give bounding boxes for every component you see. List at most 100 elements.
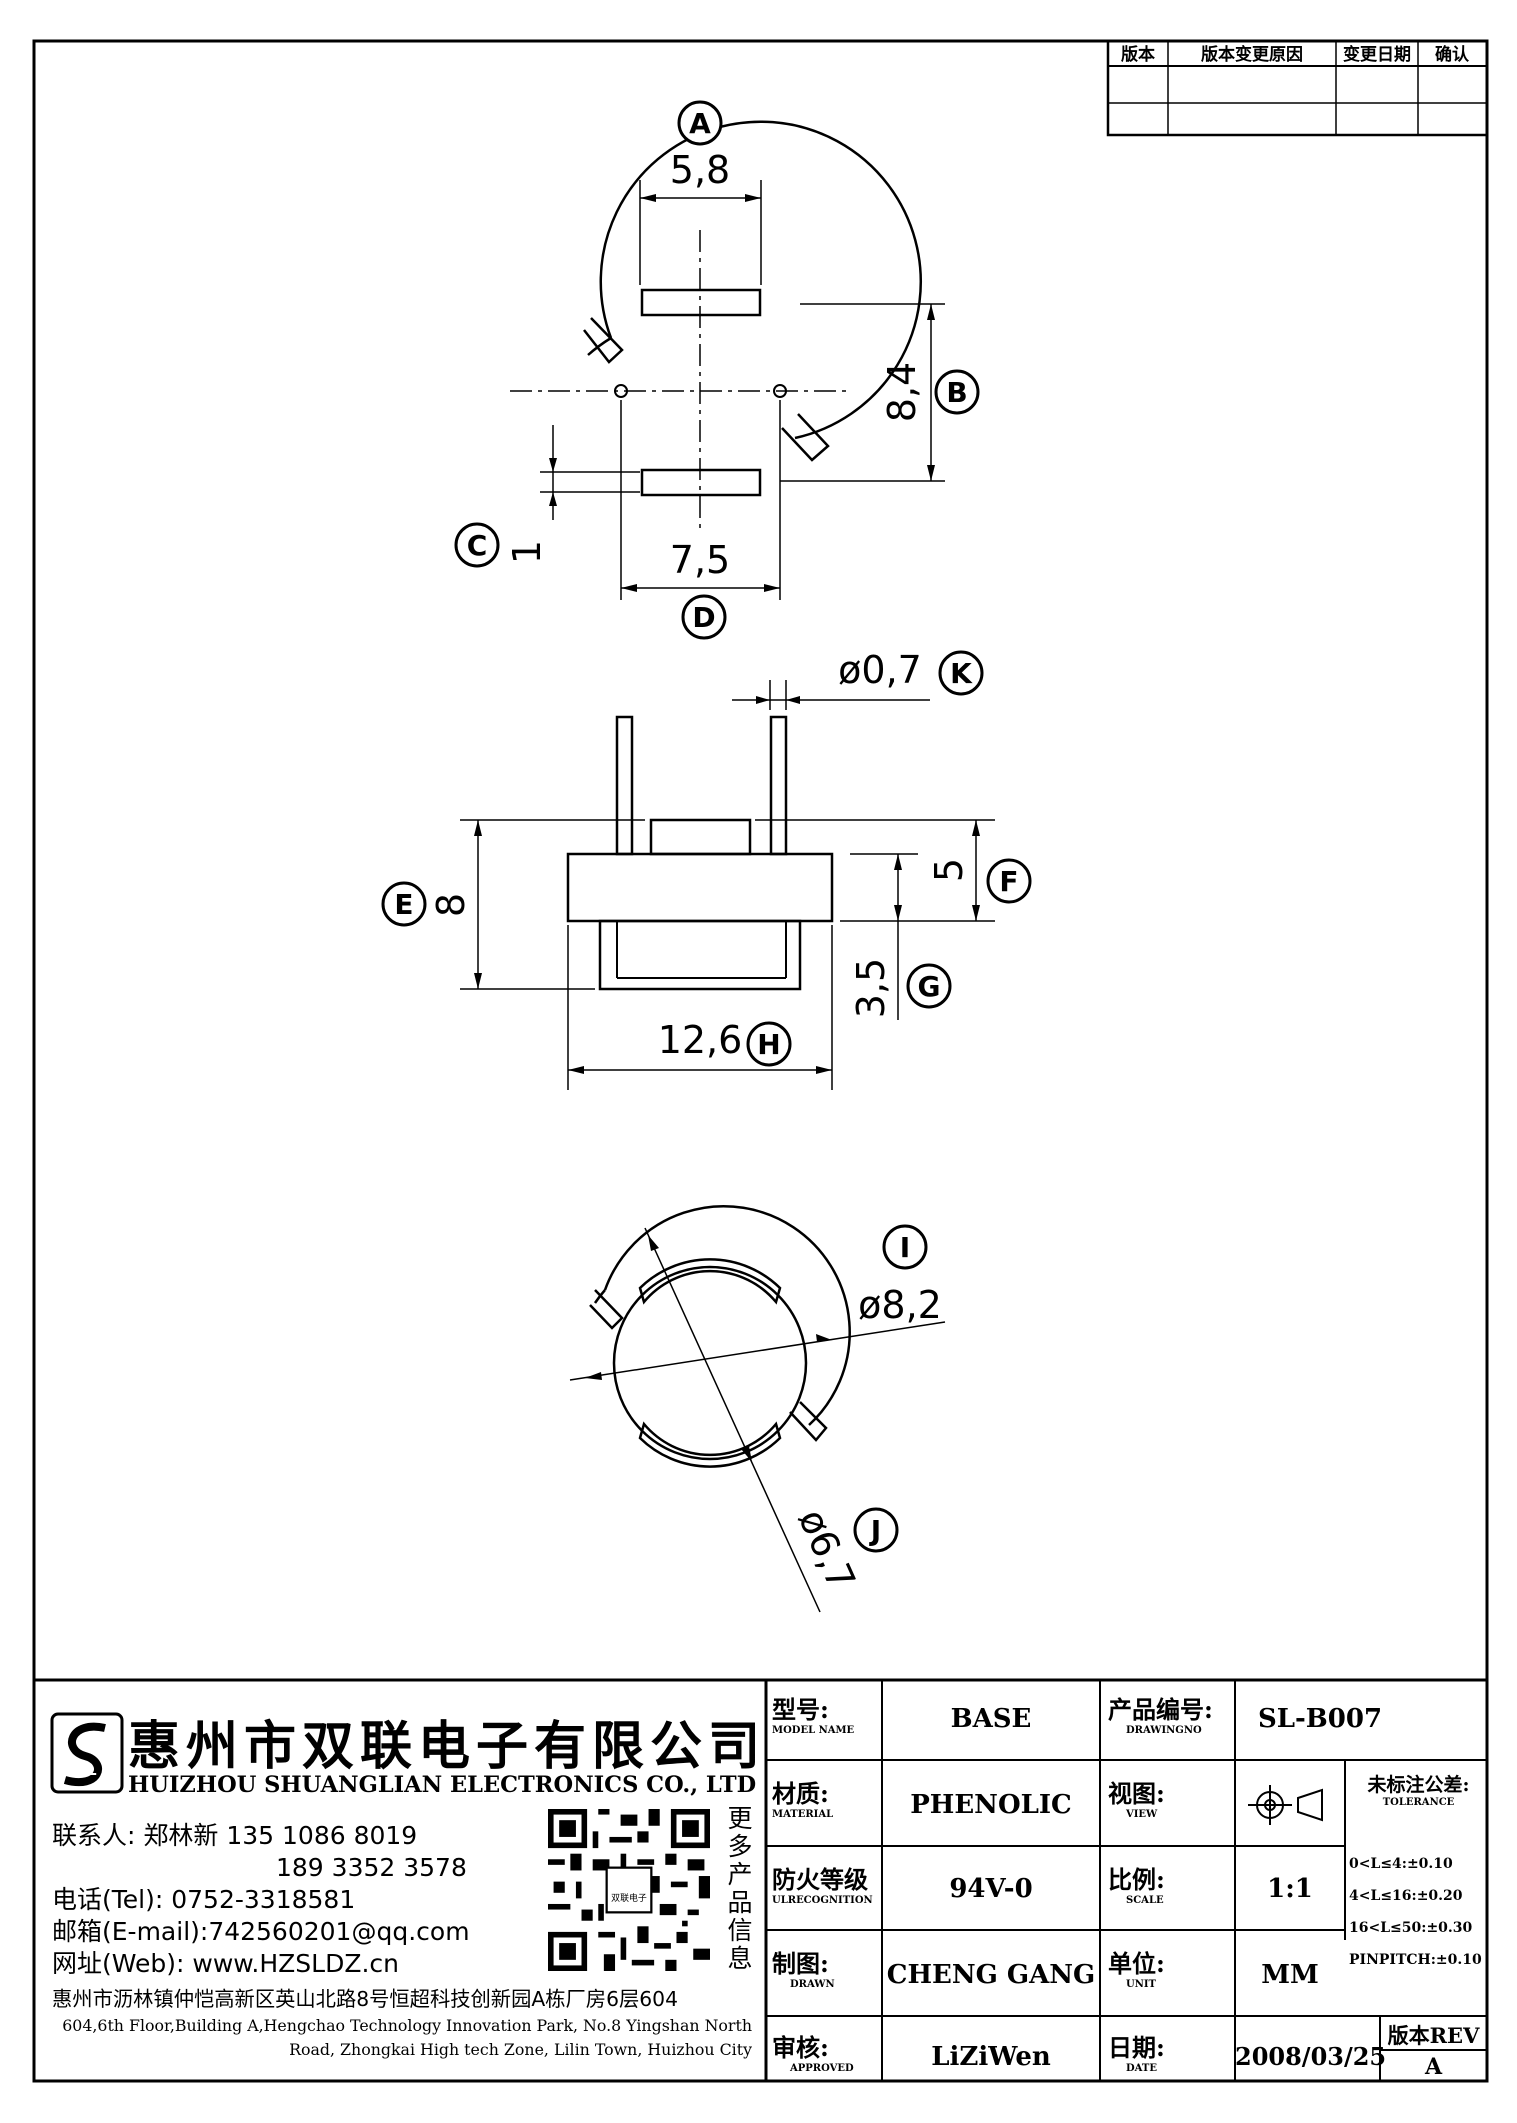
side-view-pin-left <box>615 715 634 856</box>
company-logo: SL <box>50 1712 124 1794</box>
callout-A-label: A <box>689 107 711 140</box>
dim-K-value: ø0,7 <box>838 648 922 692</box>
unit-label-en: UNIT <box>1126 1979 1156 1990</box>
top-view-pin-slot-upper <box>640 288 762 317</box>
address-en-line-2: Road, Zhongkai High tech Zone, Lilin Tow… <box>289 2040 752 2059</box>
top-view-slot-right <box>781 413 830 462</box>
drawing-no-label-en: DRAWINGNO <box>1126 1725 1202 1736</box>
side-view-lower-body <box>598 919 802 991</box>
side-view <box>460 680 995 1090</box>
sheet-border <box>32 39 1489 2083</box>
callout-D-circle <box>681 594 727 640</box>
callout-K-label: K <box>950 657 973 690</box>
projection-symbol-icon <box>1248 1785 1323 1825</box>
tolerance-label-en: TOLERANCE <box>1382 1797 1455 1808</box>
company-name-cn: 惠州市双联电子有限公司 <box>128 1716 767 1777</box>
callout-F-circle <box>986 858 1032 904</box>
callout-E-label: E <box>394 888 413 921</box>
dim-J-value: ø6,7 <box>790 1503 864 1597</box>
dim-A-value: 5,8 <box>670 148 730 192</box>
approved-label-en: APPROVED <box>790 2063 854 2074</box>
scale-value: 1:1 <box>1267 1874 1313 1904</box>
callout-C-circle <box>454 522 500 568</box>
dim-I-value: ø8,2 <box>858 1283 942 1327</box>
dim-B-value: 8,4 <box>880 362 924 422</box>
fire-rating-label-en: ULRECOGNITION <box>772 1895 873 1906</box>
bottom-view-slot-right <box>789 1401 828 1442</box>
callout-G-circle <box>906 963 952 1009</box>
callout-H-label: H <box>757 1028 780 1061</box>
date-value: 2008/03/25 <box>1235 2042 1387 2071</box>
dim-E-value: 8 <box>429 893 473 917</box>
email-label: 邮箱(E-mail): <box>52 1917 209 1946</box>
unit-value: MM <box>1261 1960 1319 1990</box>
contact-label: 联系人: <box>52 1821 136 1850</box>
side-view-top-boss <box>649 818 752 856</box>
contact-phone-1: 135 1086 8019 <box>226 1821 418 1850</box>
contact-name: 郑林新 <box>143 1821 219 1850</box>
material-label: 材质: <box>772 1779 829 1808</box>
tel-value: 0752-3318581 <box>171 1885 356 1914</box>
drawn-label-en: DRAWN <box>790 1979 835 1990</box>
unit-label: 单位: <box>1108 1949 1165 1978</box>
rev-table-header-version: 版本 <box>1121 44 1155 65</box>
date-label-en: DATE <box>1126 2063 1157 2074</box>
callout-J-label: J <box>869 1514 881 1547</box>
address-cn: 惠州市沥林镇仲恺高新区英山北路8号恒超科技创新园A栋厂房6层604 <box>52 1987 678 2011</box>
side-view-pin-right <box>769 715 788 856</box>
drawing-no-label: 产品编号: <box>1108 1695 1213 1724</box>
material-value: PHENOLIC <box>910 1790 1072 1820</box>
callout-H-circle <box>746 1021 792 1067</box>
fire-rating-value: 94V-0 <box>949 1874 1033 1904</box>
callout-B-circle <box>934 369 980 415</box>
approved-value: LiZiWen <box>931 2042 1051 2072</box>
callout-J-circle <box>853 1507 899 1553</box>
rev-table-header-reason: 版本变更原因 <box>1201 44 1303 65</box>
qr-caption: 双联电子 <box>611 1892 647 1904</box>
bottom-view-slot-left <box>589 1289 624 1330</box>
dim-F-value: 5 <box>927 858 971 882</box>
rev-table-header-date: 变更日期 <box>1343 44 1411 65</box>
side-view-flange <box>566 852 834 923</box>
rev-label: 版本REV <box>1387 2023 1480 2048</box>
more-info-vertical: 更 多 产 品 信 息 <box>727 1804 753 1973</box>
address-en-line-1: 604,6th Floor,Building A,Hengchao Techno… <box>62 2016 752 2035</box>
dim-G-value: 3,5 <box>849 958 893 1018</box>
qr-code-icon[interactable]: 双联电子 <box>548 1809 710 1971</box>
bottom-view <box>569 1205 946 1613</box>
callout-E-circle <box>381 881 427 927</box>
rev-value: A <box>1424 2054 1443 2080</box>
material-label-en: MATERIAL <box>772 1809 834 1820</box>
model-value: BASE <box>950 1704 1032 1734</box>
callout-B-label: B <box>946 376 967 409</box>
dim-D-value: 7,5 <box>670 538 730 582</box>
web-label: 网址(Web): <box>52 1949 185 1978</box>
tolerance-list: 0<L≤4:±0.10 4<L≤16:±0.20 16<L≤50:±0.30 P… <box>1349 1856 1482 1968</box>
top-view-body-arc <box>599 120 922 440</box>
drawing-no-value: SL-B007 <box>1257 1704 1383 1734</box>
rev-table-header-confirm: 确认 <box>1435 44 1470 65</box>
top-view-pin-slot-lower <box>640 468 762 497</box>
scale-label-en: SCALE <box>1126 1895 1164 1906</box>
tolerance-label: 未标注公差: <box>1367 1774 1470 1796</box>
callout-D-label: D <box>692 601 715 634</box>
bottom-view-arc-slot-upper <box>638 1258 782 1305</box>
callout-A-circle <box>677 100 723 146</box>
date-label: 日期: <box>1108 2033 1165 2062</box>
view-label-en: VIEW <box>1126 1809 1158 1820</box>
tel-label: 电话(Tel): <box>52 1885 164 1914</box>
title-block-grid <box>34 1678 1487 2081</box>
callout-F-label: F <box>999 865 1018 898</box>
scale-label: 比例: <box>1108 1865 1165 1894</box>
contact-phone-2: 189 3352 3578 <box>276 1853 467 1882</box>
top-view <box>510 120 945 600</box>
company-name-en: HUIZHOU SHUANGLIAN ELECTRONICS CO., LTD <box>128 1772 757 1798</box>
callout-C-label: C <box>467 529 488 562</box>
callout-K-circle <box>938 650 984 696</box>
web-value[interactable]: www.HZSLDZ.cn <box>192 1949 400 1978</box>
svg-text:SL: SL <box>77 1763 96 1779</box>
view-label: 视图: <box>1108 1779 1165 1808</box>
callout-G-label: G <box>918 970 941 1003</box>
model-label: 型号: <box>772 1695 829 1724</box>
top-view-slot-left <box>583 317 624 364</box>
